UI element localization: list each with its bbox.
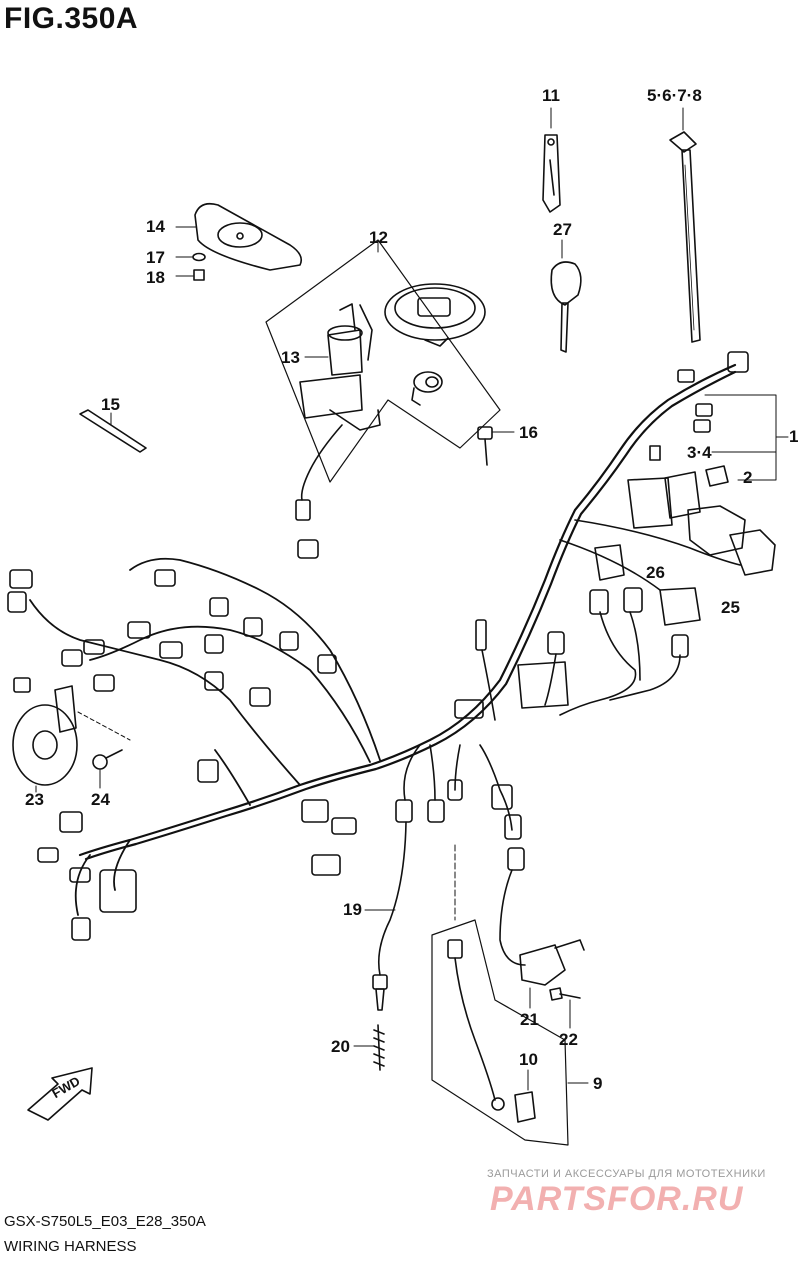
part-5-8-cable-tie (669, 107, 701, 343)
callout-2: 2 (743, 468, 753, 487)
callout-bracket-1 (704, 394, 789, 481)
callout-12: 12 (369, 228, 388, 247)
callout-5-6-7-8: 5·6·7·8 (647, 86, 702, 105)
part-16-bolt (477, 426, 515, 466)
section-name: WIRING HARNESS (4, 1238, 137, 1255)
model-code: GSX-S750L5_E03_E28_350A (4, 1213, 206, 1230)
callout-17: 17 (146, 248, 165, 267)
part-18-screw (175, 269, 205, 281)
part-15-tape (79, 409, 147, 453)
part-20-spring (353, 1024, 385, 1071)
figure-title: FIG.350A (4, 2, 139, 35)
part-21-side-stand-switch (499, 869, 585, 1009)
part-14-cover (175, 202, 303, 271)
part-11-clamp (542, 107, 561, 213)
callout-25: 25 (721, 598, 740, 617)
front-harness-branch (29, 557, 381, 916)
part-3-4-fuse (649, 445, 661, 461)
front-connectors (7, 539, 357, 941)
part-19-lead-wire (364, 821, 407, 1011)
callout-23: 23 (25, 790, 44, 809)
callout-11: 11 (542, 86, 560, 105)
callout-20: 20 (331, 1037, 350, 1056)
watermark-logo: PARTSFOR.RU (490, 1180, 744, 1218)
main-harness-trunk (78, 363, 737, 861)
callout-26: 26 (646, 563, 665, 582)
callout-27: 27 (553, 220, 572, 239)
rear-connectors (454, 351, 776, 719)
callout-9: 9 (593, 1074, 603, 1093)
center-connectors (395, 779, 525, 871)
part-22-bolt (549, 987, 581, 1029)
part-13-ignition-switch (299, 303, 381, 431)
part-23-horn (12, 685, 131, 793)
part-27-key (550, 239, 582, 353)
callout-10: 10 (519, 1050, 538, 1069)
part-10-ground-wire (447, 939, 536, 1123)
part-12-ignition-set-box (265, 239, 501, 483)
seat-lock-cylinder (411, 371, 443, 406)
callout-13: 13 (281, 348, 300, 367)
callout-24: 24 (91, 790, 110, 809)
callout-22: 22 (559, 1030, 578, 1049)
callout-3-4: 3·4 (687, 443, 712, 462)
callout-18: 18 (146, 268, 165, 287)
callout-15: 15 (101, 395, 120, 414)
part-17-washer (175, 252, 206, 262)
ignition-switch-lead (295, 424, 343, 521)
part-24-bolt (92, 749, 123, 789)
callout-21: 21 (520, 1010, 539, 1029)
part-2-relay-cap (705, 465, 729, 487)
callout-1: 1 (789, 427, 799, 446)
fuel-cap-lock (384, 283, 486, 347)
watermark-tagline: ЗАПЧАСТИ И АКСЕССУАРЫ ДЛЯ МОТОТЕХНИКИ (487, 1168, 766, 1180)
callout-14: 14 (146, 217, 165, 236)
rear-branch-wires (403, 519, 741, 831)
part-9-ground-lead-box (431, 844, 589, 1146)
callout-16: 16 (519, 423, 538, 442)
fwd-arrow-icon (27, 1067, 93, 1121)
callout-19: 19 (343, 900, 362, 919)
